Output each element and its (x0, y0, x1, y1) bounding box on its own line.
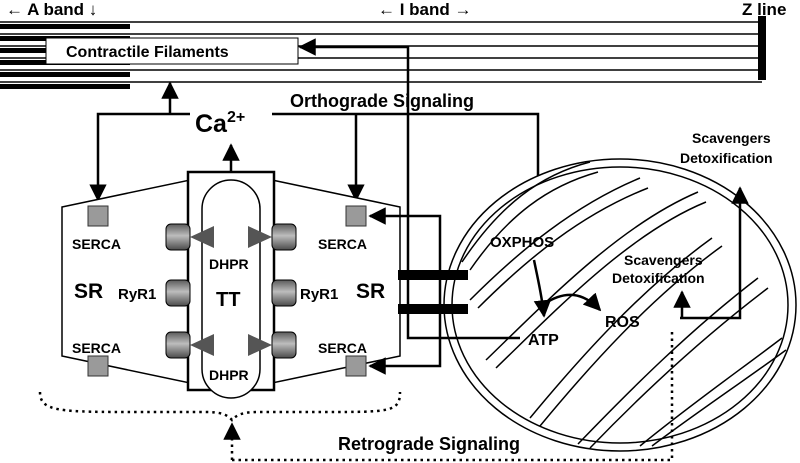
dhpr-triangle (190, 226, 214, 248)
arrow-atp-to-filaments (298, 38, 520, 340)
ryr1-channel (271, 331, 297, 359)
crista (461, 161, 591, 263)
calcium-superscript: 2+ (227, 109, 245, 126)
atp-label: ATP (528, 332, 559, 349)
retrograde-paths (38, 332, 674, 462)
t-tubule-label: TT (216, 289, 240, 311)
thick-filament (0, 72, 130, 77)
sr-right-label: SR (356, 280, 385, 303)
crista (477, 187, 649, 309)
serca-pump-bottom-right (345, 355, 367, 377)
serca-label-top-right: SERCA (318, 236, 367, 252)
cristae (461, 161, 787, 449)
contractile-filaments-box (45, 37, 299, 65)
retrograde-signaling-label: Retrograde Signaling (338, 434, 520, 454)
t-tubule-inner (201, 179, 261, 399)
sr-left-label: SR (74, 280, 103, 303)
oxphos-label: OXPHOS (490, 234, 554, 251)
metabolic-arrows (532, 186, 749, 320)
dhpr-sensors (190, 226, 272, 356)
serca-label-bottom-right: SERCA (318, 340, 367, 356)
serca-pump-top-left (87, 205, 109, 227)
crista (469, 171, 599, 271)
dhpr-triangle (190, 334, 214, 356)
ros-label: ROS (605, 314, 640, 331)
crista (495, 201, 707, 369)
arrow-oxphos-to-atp (532, 259, 552, 318)
dhpr-triangle (248, 334, 272, 356)
ryr1-channel (165, 223, 191, 251)
arrow-oxphos-to-ros (543, 292, 602, 312)
z-line-label: Z line (742, 0, 786, 19)
a-band-label: ← A band ↓ (6, 0, 97, 19)
tether-bar (398, 270, 468, 280)
serca-pump-bottom-left (87, 355, 109, 377)
ryr1-left-label: RyR1 (118, 286, 156, 303)
dhpr-triangle (248, 226, 272, 248)
retrograde-bracket (38, 391, 402, 422)
ryr1-right-label: RyR1 (300, 286, 338, 303)
crista (529, 237, 713, 419)
dhpr-top-label: DHPR (209, 256, 249, 272)
feedback-arrows (298, 38, 520, 375)
arrow-atp-to-serca-bottom (368, 338, 442, 375)
crista (589, 287, 769, 449)
detoxification-inner-label: Detoxification (612, 270, 705, 286)
serca-label-top-left: SERCA (72, 236, 121, 252)
serca-pump-top-right (345, 205, 367, 227)
crista (651, 349, 787, 447)
thick-filament (0, 24, 130, 29)
myofilaments (0, 16, 766, 89)
dhpr-bottom-label: DHPR (209, 367, 249, 383)
detoxification-outer-label: Detoxification (680, 150, 773, 166)
crista (539, 245, 723, 427)
ryr1-channel (165, 331, 191, 359)
calcium-base: Ca (195, 110, 228, 138)
crista (639, 337, 783, 447)
ryr1-left-channels (165, 223, 191, 359)
mitochondrion-outer-membrane (443, 158, 797, 452)
crista (577, 277, 759, 445)
arrow-ca-to-serca-left (89, 112, 190, 202)
serca-label-bottom-left: SERCA (72, 340, 121, 356)
crista (469, 177, 641, 301)
ryr1-channel (165, 279, 191, 307)
ryr1-channel (271, 223, 297, 251)
i-band-label: ← I band → (378, 0, 472, 19)
tether-bar (398, 304, 468, 314)
calcium-label: Ca2+ (195, 109, 245, 138)
scavengers-outer-label: Scavengers (692, 130, 771, 146)
arrow-ros-to-scavengers-outer (680, 186, 749, 320)
contractile-filaments-label: Contractile Filaments (66, 44, 229, 61)
arrow-atp-to-serca-top (368, 207, 442, 338)
sr-mito-tethers (398, 270, 468, 314)
crista (485, 191, 699, 361)
scavengers-inner-label: Scavengers (624, 252, 703, 268)
orthograde-signaling-label: Orthograde Signaling (290, 91, 474, 111)
thick-filament (0, 84, 130, 89)
ryr1-right-channels (271, 223, 297, 359)
z-line-bar (758, 16, 766, 80)
ryr1-channel (271, 279, 297, 307)
mitochondrion (443, 158, 797, 452)
